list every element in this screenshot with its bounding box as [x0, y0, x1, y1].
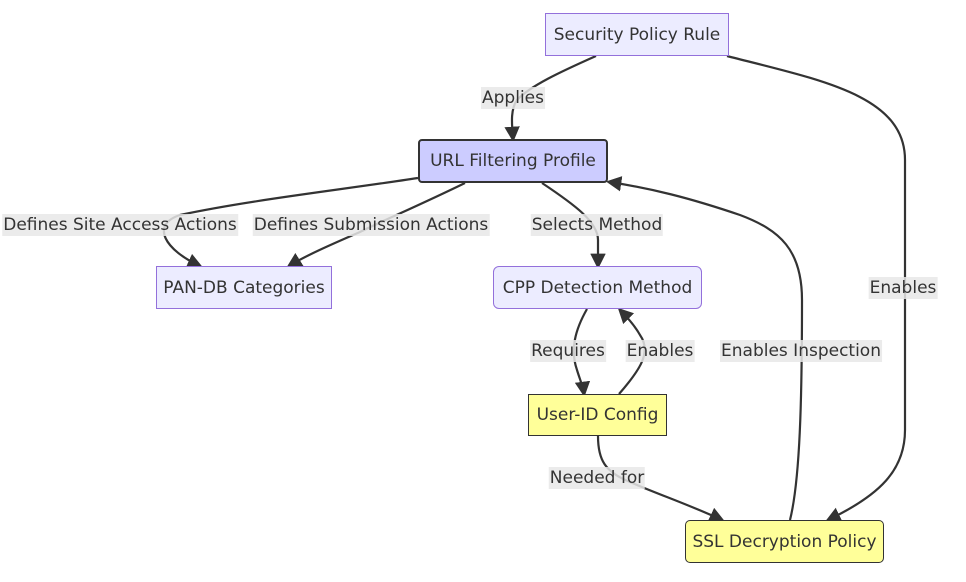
node-label: User-ID Config	[536, 405, 659, 425]
edge-label-needed-for: Needed for	[548, 467, 646, 489]
edge-label-enables-user-id: Enables	[625, 340, 695, 362]
node-ssl-decryption-policy[interactable]: SSL Decryption Policy	[685, 520, 884, 563]
edge-enables-ssl	[726, 54, 907, 522]
edge-enables-user-id	[617, 307, 646, 395]
node-label: CPP Detection Method	[502, 277, 693, 298]
edge-label-selects-method: Selects Method	[530, 214, 664, 236]
edge-requires	[572, 308, 591, 398]
node-label: Security Policy Rule	[553, 24, 721, 45]
node-label: SSL Decryption Policy	[692, 531, 877, 552]
edge-label-enables-ssl: Enables	[868, 277, 938, 299]
edge-label-defines-site-access: Defines Site Access Actions	[2, 214, 238, 236]
node-url-filtering-profile[interactable]: URL Filtering Profile	[418, 139, 608, 183]
node-cpp-detection-method[interactable]: CPP Detection Method	[493, 266, 702, 309]
edge-label-defines-submission: Defines Submission Actions	[252, 214, 490, 236]
edge-defines-site-access	[162, 176, 419, 268]
node-security-policy-rule[interactable]: Security Policy Rule	[545, 13, 729, 56]
node-pan-db-categories[interactable]: PAN-DB Categories	[156, 266, 332, 309]
node-label: PAN-DB Categories	[163, 277, 325, 298]
edge-label-requires: Requires	[530, 340, 606, 362]
edge-label-enables-inspection: Enables Inspection	[720, 340, 882, 362]
edge-enables-inspection	[605, 176, 804, 521]
node-label: URL Filtering Profile	[430, 151, 596, 171]
node-user-id-config[interactable]: User-ID Config	[528, 394, 667, 436]
edge-label-applies: Applies	[481, 87, 545, 109]
